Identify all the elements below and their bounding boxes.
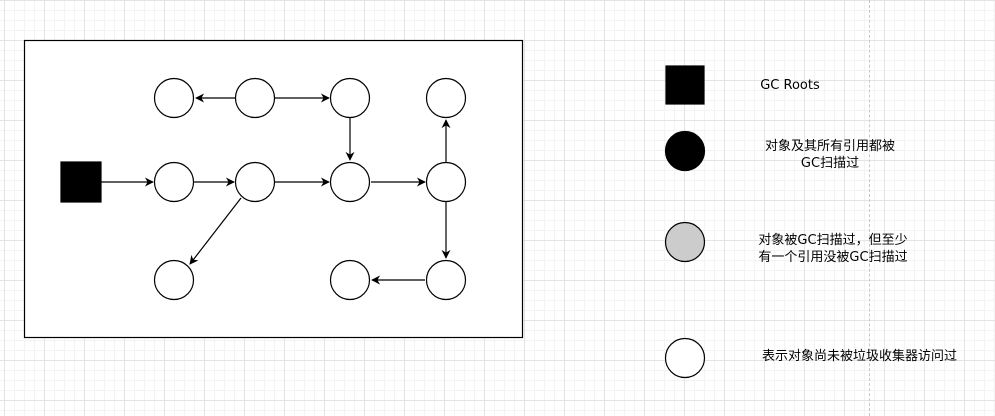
legend-gc-roots-square <box>665 65 705 105</box>
node-mid-2 <box>234 161 276 203</box>
node-bottom-3 <box>425 259 467 301</box>
gc-root-node <box>60 161 102 203</box>
edge-b-to-bottom-left <box>189 197 242 265</box>
legend-black-label: 对象及其所有引用都被 GC扫描过 <box>764 139 895 171</box>
node-bottom-2 <box>329 259 371 301</box>
legend-gc-roots-label: GC Roots <box>760 78 820 93</box>
node-top-2 <box>234 77 276 119</box>
legend-black-circle <box>664 130 706 172</box>
node-top-4 <box>425 77 467 119</box>
legend-shapes <box>664 65 706 379</box>
node-mid-4 <box>425 161 467 203</box>
node-top-3 <box>329 77 371 119</box>
node-mid-3 <box>329 161 371 203</box>
legend-white-circle <box>664 337 706 379</box>
legend-white-label: 表示对象尚未被垃圾收集器访问过 <box>761 349 957 364</box>
legend-gray-circle <box>664 221 706 263</box>
page-divider <box>869 0 870 416</box>
edges <box>101 93 451 285</box>
node-mid-1 <box>153 161 195 203</box>
nodes <box>60 77 467 301</box>
legend-gray-label: 对象被GC扫描过，但至少 有一个引用没被GC扫描过 <box>758 233 908 265</box>
node-top-1 <box>153 77 195 119</box>
node-bottom-1 <box>153 259 195 301</box>
